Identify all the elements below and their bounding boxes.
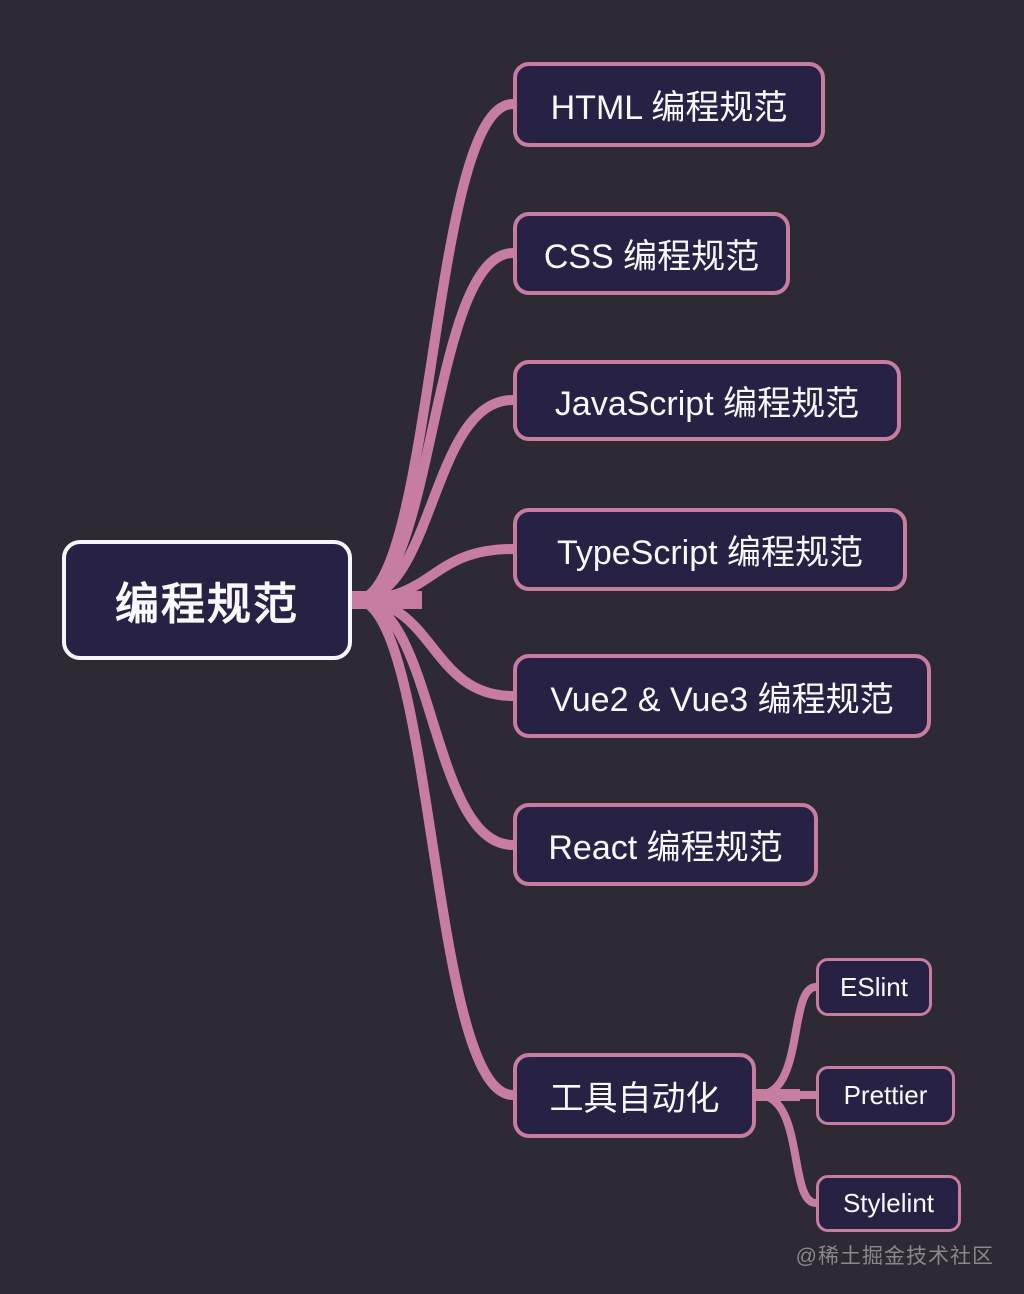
node-react-label: React 编程规范: [548, 829, 783, 867]
edge-tooling-eslint: [754, 983, 820, 1099]
node-tooling[interactable]: 工具自动化: [513, 1053, 756, 1138]
node-javascript-label: JavaScript 编程规范: [554, 385, 860, 423]
edge-root-react: [351, 595, 518, 850]
node-eslint-label: ESlint: [840, 971, 908, 1002]
node-html[interactable]: HTML 编程规范: [513, 62, 825, 147]
node-typescript[interactable]: TypeScript 编程规范: [513, 508, 907, 591]
node-javascript[interactable]: JavaScript 编程规范: [513, 360, 901, 441]
node-stylelint[interactable]: Stylelint: [816, 1175, 961, 1232]
node-css[interactable]: CSS 编程规范: [513, 212, 790, 295]
node-root-label: 编程规范: [115, 580, 299, 629]
edge-root-typescript: [351, 544, 518, 605]
node-stylelint-label: Stylelint: [842, 1188, 935, 1218]
edge-root-html: [351, 99, 518, 605]
edge-root-css: [351, 248, 518, 605]
edge-root-javascript: [351, 395, 518, 605]
node-vue[interactable]: Vue2 & Vue3 编程规范: [513, 654, 931, 738]
node-eslint[interactable]: ESlint: [816, 958, 932, 1016]
node-css-label: CSS 编程规范: [543, 238, 760, 276]
node-typescript-label: TypeScript 编程规范: [556, 534, 864, 572]
node-prettier[interactable]: Prettier: [816, 1066, 955, 1125]
node-root[interactable]: 编程规范: [62, 540, 352, 660]
node-vue-label: Vue2 & Vue3 编程规范: [550, 680, 894, 719]
node-react[interactable]: React 编程规范: [513, 803, 818, 886]
node-prettier-label: Prettier: [843, 1080, 928, 1110]
edge-root-tooling: [351, 595, 518, 1100]
node-tooling-label: 工具自动化: [549, 1080, 720, 1118]
edge-root-vue: [351, 595, 518, 701]
node-html-label: HTML 编程规范: [550, 89, 788, 127]
edge-tooling-stylelint: [754, 1091, 820, 1207]
watermark-text: @稀土掘金技术社区: [795, 1245, 994, 1268]
